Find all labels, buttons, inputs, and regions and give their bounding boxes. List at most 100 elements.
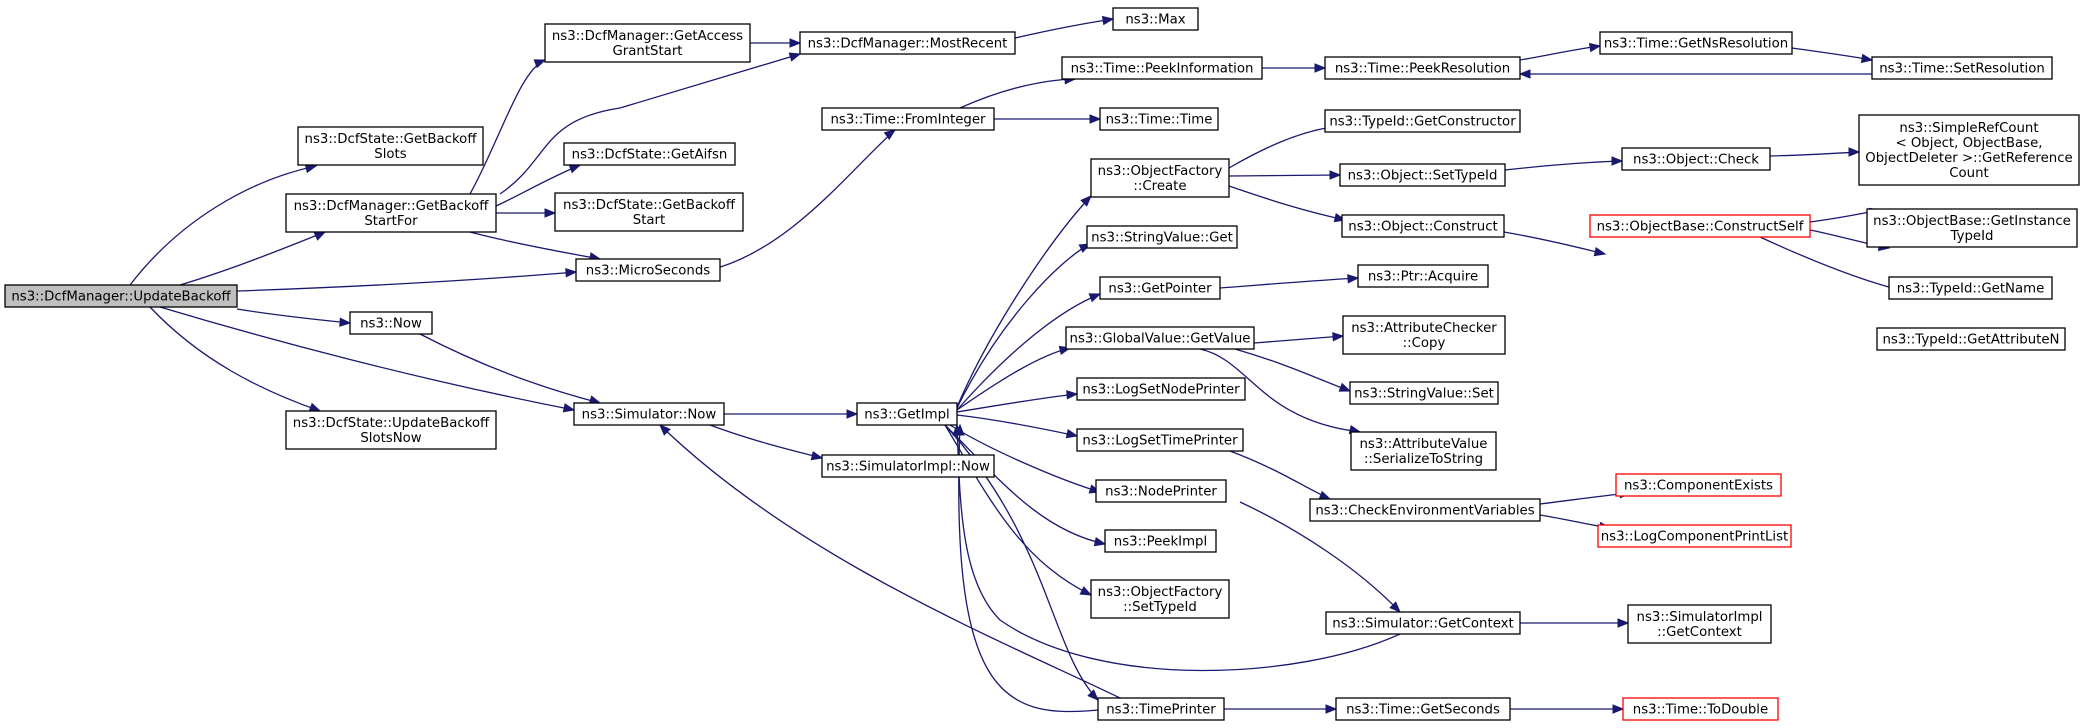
node-box [1858,114,2080,186]
edge-line [949,424,1101,493]
node-label: ns3::ComponentExists [1624,479,1773,494]
node-box [1621,147,1771,171]
edge-line [419,333,601,404]
node-micro-seconds[interactable]: ns3::MicroSeconds [575,258,721,282]
node-time-to-double[interactable]: ns3::Time::ToDouble [1622,697,1779,721]
node-construct-self[interactable]: ns3::ObjectBase::ConstructSelf [1589,214,1811,238]
node-box [1349,381,1499,405]
node-attribute-value-serialize[interactable]: ns3::AttributeValue::SerializeToString [1350,431,1497,471]
node-get-ns-resolution[interactable]: ns3::Time::GetNsResolution [1599,31,1793,55]
node-label: ns3::GetImpl [864,408,949,423]
node-log-set-node-printer[interactable]: ns3::LogSetNodePrinter [1076,377,1246,401]
node-ptr-acquire[interactable]: ns3::Ptr::Acquire [1357,264,1489,288]
node-label: ns3::DcfState::UpdateBackoff [293,416,490,431]
node-label: ns3::SimulatorImpl::Now [826,460,990,475]
node-simulator-impl-get-context[interactable]: ns3::SimulatorImpl::GetContext [1627,604,1772,644]
node-box [1076,428,1244,452]
call-edge [1769,147,1861,157]
edge-line [709,424,823,459]
node-label: ns3::DcfState::GetAifsn [572,148,728,163]
node-label: ns3::Now [360,317,422,332]
node-object-factory-set-type-id[interactable]: ns3::ObjectFactory::SetTypeId [1090,579,1230,619]
node-label: ns3::Time::FromInteger [830,113,986,128]
node-time-printer[interactable]: ns3::TimePrinter [1097,697,1225,721]
node-label: ns3::SimulatorImpl [1637,610,1763,625]
node-simple-ref-count[interactable]: ns3::SimpleRefCount< Object, ObjectBase,… [1858,114,2080,186]
node-peek-resolution[interactable]: ns3::Time::PeekResolution [1324,56,1521,80]
node-object-factory-create[interactable]: ns3::ObjectFactory::Create [1090,158,1230,198]
arrowhead [562,403,576,413]
node-from-integer[interactable]: ns3::Time::FromInteger [821,107,995,131]
node-object-construct[interactable]: ns3::Object::Construct [1341,214,1505,238]
arrowhead [1617,618,1630,628]
node-object-check[interactable]: ns3::Object::Check [1621,147,1771,171]
node-update-backoff[interactable]: ns3::DcfManager::UpdateBackoff [4,284,238,308]
edge-line [129,165,317,286]
call-edge [159,306,576,413]
node-type-id-get-name[interactable]: ns3::TypeId::GetName [1888,276,2053,300]
edge-line [149,306,321,412]
node-max[interactable]: ns3::Max [1112,7,1199,31]
node-attribute-checker-copy[interactable]: ns3::AttributeChecker::Copy [1342,315,1506,355]
node-get-impl[interactable]: ns3::GetImpl [856,402,958,426]
node-label: ns3::DcfManager::GetAccess [552,29,743,44]
node-label: ns3::AttributeValue [1359,437,1487,452]
node-string-value-set[interactable]: ns3::StringValue::Set [1349,381,1499,405]
node-box [1086,225,1238,249]
node-get-pointer[interactable]: ns3::GetPointer [1099,276,1221,300]
node-label: ns3::Time::SetResolution [1879,62,2045,77]
node-string-value-get[interactable]: ns3::StringValue::Get [1086,225,1238,249]
arrowhead [1314,63,1327,73]
node-type-id-get-constructor[interactable]: ns3::TypeId::GetConstructor [1324,109,1521,133]
edge-line [956,347,1071,411]
node-set-resolution[interactable]: ns3::Time::SetResolution [1871,56,2053,80]
call-edge [499,52,802,195]
arrowhead [1088,293,1102,303]
node-node-printer[interactable]: ns3::NodePrinter [1095,479,1227,503]
node-label: StartFor [364,214,418,229]
node-log-component-print-list[interactable]: ns3::LogComponentPrintList [1597,524,1792,548]
node-simulator-impl-now[interactable]: ns3::SimulatorImpl::Now [821,454,995,478]
node-simulator-now[interactable]: ns3::Simulator::Now [573,402,725,426]
node-label: ns3::DcfManager::UpdateBackoff [11,290,231,305]
arrowhead [308,402,322,412]
node-peek-impl[interactable]: ns3::PeekImpl [1104,529,1217,553]
arrowhead [1066,390,1079,400]
node-time-get-seconds[interactable]: ns3::Time::GetSeconds [1335,697,1511,721]
edge-line [1791,47,1873,61]
call-nodes: ns3::DcfManager::UpdateBackoff ns3::DcfMa… [4,7,2080,721]
call-edge [1229,450,1332,500]
node-simulator-get-context[interactable]: ns3::Simulator::GetContext [1325,611,1521,635]
node-label: ns3::MicroSeconds [586,264,710,279]
node-peek-information[interactable]: ns3::Time::PeekInformation [1061,56,1263,80]
node-get-aifsn[interactable]: ns3::DcfState::GetAifsn [563,142,736,166]
edge-line [469,231,601,260]
node-now[interactable]: ns3::Now [349,311,433,335]
call-edge [959,75,1077,109]
node-time-time[interactable]: ns3::Time::Time [1099,107,1219,131]
call-edge [1239,501,1401,613]
node-most-recent[interactable]: ns3::DcfManager::MostRecent [799,31,1016,55]
edge-line [1769,151,1860,157]
node-box [349,311,433,335]
node-type-id-get-attribute-n[interactable]: ns3::TypeId::GetAttributeN [1876,327,2066,351]
node-global-value-get-value[interactable]: ns3::GlobalValue::GetValue [1065,326,1255,350]
node-box [1871,56,2053,80]
arrowhead [1347,274,1360,284]
node-box [1599,31,1793,55]
call-edge [1219,274,1360,289]
arrowhead [955,423,965,436]
call-edge [149,306,322,412]
call-edge [1510,704,1625,714]
node-log-set-time-printer[interactable]: ns3::LogSetTimePrinter [1076,428,1244,452]
node-box [1061,56,1263,80]
node-check-environment-variables[interactable]: ns3::CheckEnvironmentVariables [1309,498,1541,522]
node-component-exists[interactable]: ns3::ComponentExists [1615,473,1782,497]
node-object-set-type-id[interactable]: ns3::Object::SetTypeId [1339,163,1506,187]
